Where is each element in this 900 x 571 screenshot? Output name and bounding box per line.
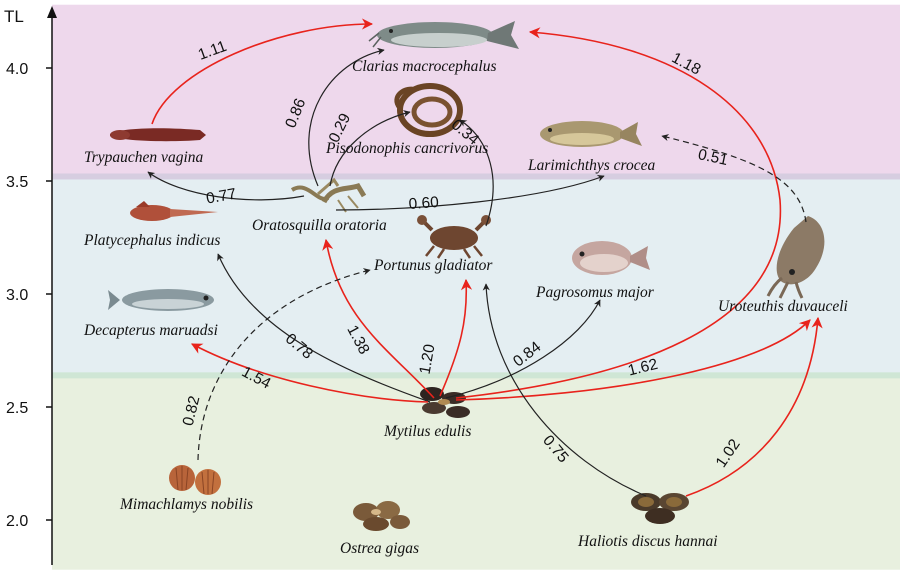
- link-weight-mytilus-to-uroteuthis: 1.62: [626, 356, 659, 380]
- link-oratosquilla-to-larimichthys: [335, 174, 605, 211]
- scad-icon: [108, 289, 214, 311]
- abalone-icon: [631, 493, 689, 524]
- y-axis-title: TL: [4, 7, 24, 26]
- species-label-oratosquilla: Oratosquilla oratoria: [252, 217, 387, 234]
- species-label-ostrea: Ostrea gigas: [340, 540, 419, 557]
- link-oratosquilla-to-trypauchen: [147, 171, 305, 201]
- species-icons: [108, 21, 825, 531]
- band-boundary: [52, 372, 900, 379]
- crab-icon: [417, 215, 491, 259]
- link-weight-mytilus-to-portunus: 1.20: [417, 343, 439, 376]
- species-label-decapterus: Decapterus maruadsi: [83, 322, 218, 339]
- link-uroteuthis-to-larimichthys: [661, 134, 807, 223]
- scallop-icon: [169, 465, 221, 495]
- link-portunus-to-pisodonophis: [459, 119, 494, 227]
- link-mytilus-to-pagrosomus: [445, 299, 601, 399]
- y-axis-arrowhead: [47, 6, 57, 18]
- mussel-icon: [420, 387, 470, 418]
- croaker-icon: [540, 121, 642, 147]
- seabream-icon: [572, 241, 650, 275]
- link-oratosquilla-to-clarias: [308, 47, 385, 187]
- mantis-shrimp-icon: [290, 177, 367, 213]
- species-label-mytilus: Mytilus edulis: [383, 423, 471, 440]
- y-tick-label: 2.5: [6, 400, 28, 417]
- link-mytilus-to-platycephalus: [217, 253, 431, 403]
- link-weight-oratosquilla-to-larimichthys: 0.60: [408, 194, 440, 213]
- y-axis: TL 4.0 3.5 3.0 2.5 2.0: [4, 6, 57, 565]
- link-mytilus-to-uroteuthis: [455, 319, 811, 401]
- y-axis-ticks: 4.0 3.5 3.0 2.5 2.0: [6, 61, 52, 530]
- link-weight-mimachlamys-to-portunus: 0.82: [180, 394, 204, 427]
- link-weight-uroteuthis-to-larimichthys: 0.51: [696, 146, 729, 169]
- link-trypauchen-to-clarias: [151, 18, 374, 125]
- species-label-haliotis: Haliotis discus hannai: [577, 533, 718, 550]
- feeding-links: [147, 18, 823, 497]
- link-mytilus-to-decapterus: [191, 343, 429, 403]
- species-label-trypauchen: Trypauchen vagina: [84, 149, 203, 166]
- link-mytilus-to-clarias: [455, 27, 782, 399]
- species-label-pisodonophis: Pisodonophis cancrivorus: [325, 140, 488, 157]
- link-mytilus-to-portunus: [439, 278, 473, 397]
- eel-icon: [394, 83, 463, 137]
- y-tick-label: 2.0: [6, 513, 28, 530]
- squid-icon: [766, 216, 825, 299]
- link-haliotis-to-portunus: [482, 283, 647, 497]
- y-tick-label: 4.0: [6, 61, 28, 78]
- species-label-pagrosomus: Pagrosomus major: [535, 284, 655, 301]
- link-mimachlamys-to-portunus: [197, 268, 371, 461]
- link-mytilus-to-oratosquilla: [322, 238, 435, 399]
- oyster-icon: [353, 501, 410, 531]
- link-oratosquilla-to-pisodonophis: [329, 110, 411, 187]
- species-label-larimichthys: Larimichthys crocea: [527, 157, 656, 174]
- flathead-icon: [130, 201, 218, 221]
- species-label-uroteuthis: Uroteuthis duvauceli: [718, 298, 848, 315]
- species-label-portunus: Portunus gladiator: [373, 257, 493, 274]
- y-tick-label: 3.0: [6, 287, 28, 304]
- link-weight-oratosquilla-to-trypauchen: 0.77: [205, 186, 238, 208]
- catfish-icon: [368, 21, 519, 49]
- link-haliotis-to-uroteuthis: [685, 316, 823, 497]
- band-boundary: [52, 173, 900, 180]
- species-label-platycephalus: Platycephalus indicus: [83, 232, 220, 249]
- species-label-mimachlamys: Mimachlamys nobilis: [119, 496, 253, 513]
- species-label-clarias: Clarias macrocephalus: [352, 58, 497, 75]
- goby-icon: [110, 128, 206, 142]
- band-middle: [52, 176, 900, 376]
- y-tick-label: 3.5: [6, 174, 28, 191]
